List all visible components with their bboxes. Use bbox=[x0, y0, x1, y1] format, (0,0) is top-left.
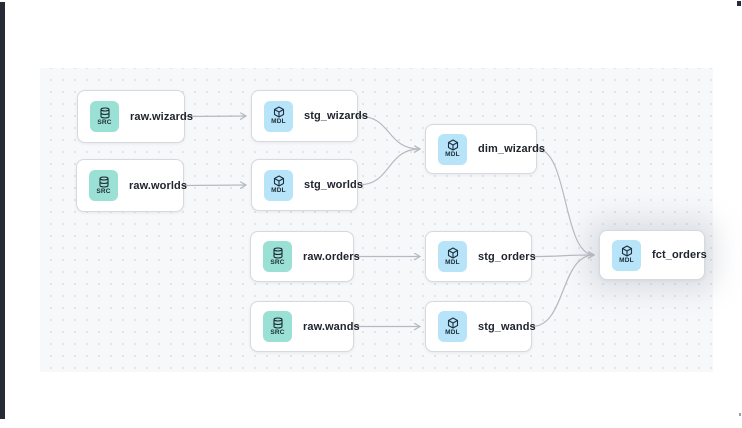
node-label: stg_orders bbox=[478, 250, 536, 263]
node-stg_orders[interactable]: MDL stg_orders bbox=[425, 231, 536, 282]
node-type-badge: SRC bbox=[263, 311, 292, 342]
cube-icon bbox=[447, 317, 459, 329]
node-label: stg_worlds bbox=[304, 179, 364, 191]
node-label: raw.worlds bbox=[129, 179, 188, 192]
node-label: fct_orders bbox=[652, 249, 707, 261]
node-label: stg_wizards bbox=[304, 110, 369, 122]
node-type-badge: MDL bbox=[264, 100, 293, 132]
node-stg_wizards[interactable]: MDL stg_wizards bbox=[251, 90, 368, 142]
edge-dim_wizards-to-fct_orders bbox=[536, 148, 594, 255]
node-label: raw.wizards bbox=[130, 110, 194, 123]
database-icon bbox=[272, 247, 284, 259]
edge-stg_wands-to-fct_orders bbox=[531, 255, 594, 328]
node-label: raw.orders bbox=[303, 250, 360, 263]
cube-icon bbox=[447, 247, 459, 259]
window-frame-fragment bbox=[0, 2, 5, 419]
node-type-badge: MDL bbox=[438, 241, 467, 272]
node-label: stg_wands bbox=[478, 320, 536, 333]
node-type-badge: MDL bbox=[438, 311, 467, 342]
edges-layer bbox=[183, 68, 713, 372]
node-raw.wands[interactable]: SRC raw.wands bbox=[250, 301, 360, 352]
cube-icon bbox=[273, 175, 285, 187]
node-stg_wands[interactable]: MDL stg_wands bbox=[425, 301, 536, 352]
edge-stg_worlds-to-dim_wizards bbox=[357, 149, 420, 186]
cube-icon bbox=[621, 245, 633, 257]
edge-raw.worlds-to-stg_worlds bbox=[183, 185, 246, 186]
node-raw.wizards[interactable]: SRC raw.wizards bbox=[77, 90, 193, 143]
dag-canvas[interactable]: SRC raw.wizards MDL stg_wizards SRC raw.… bbox=[40, 68, 713, 372]
node-type-badge: SRC bbox=[263, 241, 292, 272]
cube-icon bbox=[447, 139, 459, 151]
node-type-badge: MDL bbox=[612, 239, 641, 271]
node-label: dim_wizards bbox=[478, 143, 546, 155]
node-stg_worlds[interactable]: MDL stg_worlds bbox=[251, 159, 363, 211]
cropped-ui-fragment-bottom-right bbox=[739, 413, 741, 416]
database-icon bbox=[98, 176, 110, 188]
edge-stg_wizards-to-dim_wizards bbox=[357, 115, 420, 149]
database-icon bbox=[99, 107, 111, 119]
node-type-badge: MDL bbox=[264, 169, 293, 201]
node-type-badge: MDL bbox=[438, 133, 467, 165]
cube-icon bbox=[273, 106, 285, 118]
database-icon bbox=[272, 317, 284, 329]
node-dim_wizards[interactable]: MDL dim_wizards bbox=[425, 124, 545, 174]
node-fct_orders[interactable]: MDL fct_orders bbox=[599, 230, 707, 280]
cropped-ui-fragment-top-right bbox=[737, 1, 741, 6]
node-type-badge: SRC bbox=[89, 170, 118, 201]
node-raw.orders[interactable]: SRC raw.orders bbox=[250, 231, 360, 282]
edge-raw.wizards-to-stg_wizards bbox=[184, 116, 246, 117]
node-raw.worlds[interactable]: SRC raw.worlds bbox=[76, 159, 188, 212]
node-label: raw.wands bbox=[303, 320, 360, 333]
edge-stg_orders-to-fct_orders bbox=[531, 255, 594, 257]
node-type-badge: SRC bbox=[90, 101, 119, 132]
